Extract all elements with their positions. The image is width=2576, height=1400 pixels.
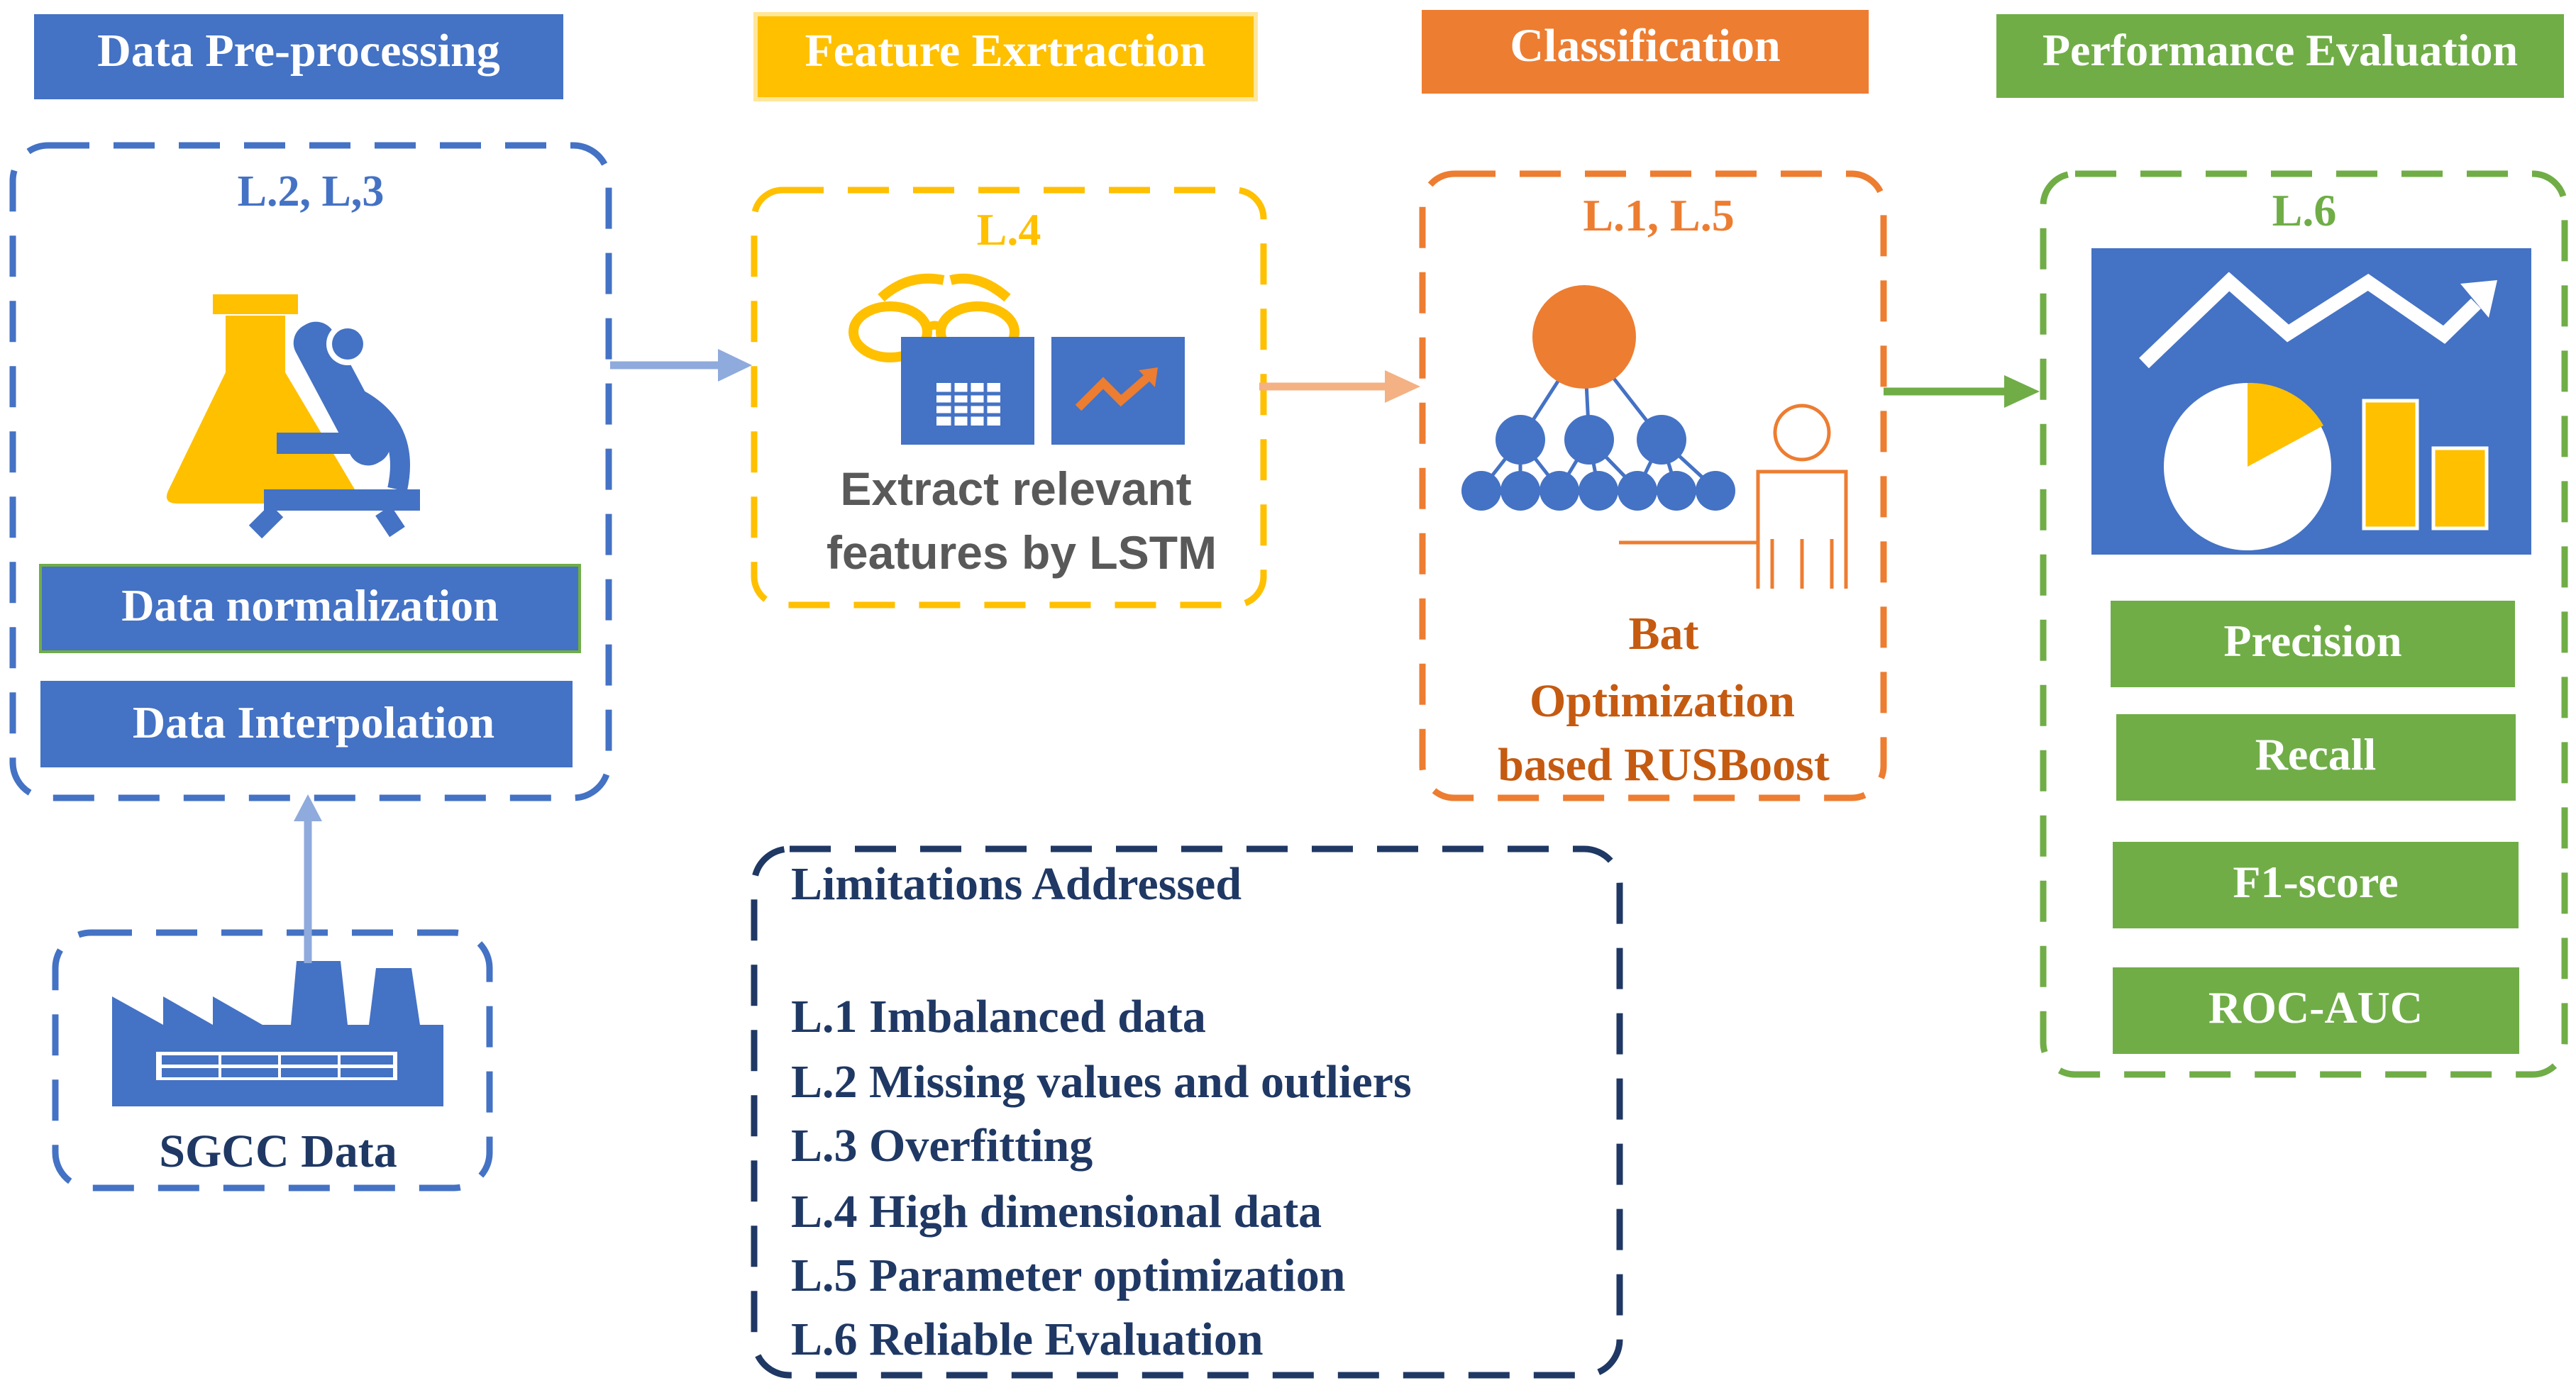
header-feature-label: Feature Exrtraction bbox=[805, 25, 1205, 77]
classification-frame bbox=[1419, 170, 1887, 801]
limitation-item-6: L.6 Reliable Evaluation bbox=[791, 1313, 1264, 1365]
metric-f1-label: F1-score bbox=[2233, 857, 2398, 907]
sgcc-data-label: SGCC Data bbox=[159, 1126, 397, 1177]
classifier-name-line-1: Bat bbox=[1629, 608, 1699, 660]
header-evaluation: Performance Evaluation bbox=[1996, 14, 2564, 98]
trend-chart-icon bbox=[1051, 337, 1185, 445]
limitation-item-3: L.3 Overfitting bbox=[791, 1120, 1093, 1172]
header-preprocessing-label: Data Pre-processing bbox=[97, 25, 500, 77]
feature-description-line-2: features by LSTM bbox=[827, 526, 1217, 579]
limitations-frame bbox=[751, 845, 1623, 1379]
spreadsheet-icon bbox=[901, 337, 1034, 445]
metric-recall-label: Recall bbox=[2255, 729, 2377, 779]
feature-frame bbox=[751, 187, 1267, 609]
preprocessing-limitations: L.2, L,3 bbox=[238, 167, 385, 216]
arrow-source-to-preprocessing bbox=[294, 794, 322, 963]
data-normalization-label: Data normalization bbox=[121, 580, 499, 630]
data-interpolation-label: Data Interpolation bbox=[133, 697, 494, 748]
dashboard-chart-icon bbox=[2091, 248, 2531, 555]
classifier-name-line-2: Optimization bbox=[1530, 675, 1795, 727]
hierarchy-network-icon bbox=[1461, 285, 1735, 511]
metric-recall-box: Recall bbox=[2116, 714, 2516, 801]
arrow-feature-to-classification bbox=[1259, 370, 1420, 403]
evaluation-frame bbox=[2040, 170, 2568, 1078]
evaluation-limitations: L.6 bbox=[2272, 185, 2337, 235]
header-evaluation-label: Performance Evaluation bbox=[2042, 25, 2518, 75]
feature-limitations: L.4 bbox=[977, 204, 1041, 255]
limitation-item-5: L.5 Parameter optimization bbox=[791, 1250, 1345, 1301]
arrow-classification-to-evaluation bbox=[1884, 375, 2040, 408]
header-preprocessing: Data Pre-processing bbox=[34, 14, 563, 99]
data-interpolation-box: Data Interpolation bbox=[40, 681, 573, 767]
limitations-title: Limitations Addressed bbox=[791, 858, 1242, 910]
limitation-item-2: L.2 Missing values and outliers bbox=[791, 1056, 1412, 1108]
metric-precision-label: Precision bbox=[2223, 616, 2401, 666]
limitation-item-4: L.4 High dimensional data bbox=[791, 1186, 1322, 1238]
metric-f1-box: F1-score bbox=[2113, 842, 2519, 928]
metric-rocauc-label: ROC-AUC bbox=[2209, 982, 2423, 1033]
classifier-name-line-3: based RUSBoost bbox=[1498, 739, 1830, 791]
classification-limitations: L.1, L.5 bbox=[1583, 190, 1734, 240]
preprocessing-frame bbox=[9, 142, 612, 801]
data-normalization-box: Data normalization bbox=[39, 564, 581, 653]
factory-icon bbox=[112, 961, 443, 1106]
header-feature-extraction: Feature Exrtraction bbox=[753, 12, 1258, 101]
metric-rocauc-box: ROC-AUC bbox=[2113, 967, 2519, 1054]
feature-description-line-1: Extract relevant bbox=[840, 462, 1191, 515]
limitation-item-1: L.1 Imbalanced data bbox=[791, 991, 1206, 1043]
person-icon bbox=[1619, 404, 1848, 589]
lab-flask-microscope-icon bbox=[166, 294, 420, 539]
header-classification-label: Classification bbox=[1510, 20, 1780, 72]
arrow-preprocessing-to-feature bbox=[610, 349, 752, 382]
metric-precision-box: Precision bbox=[2111, 601, 2515, 687]
header-classification: Classification bbox=[1422, 10, 1869, 94]
